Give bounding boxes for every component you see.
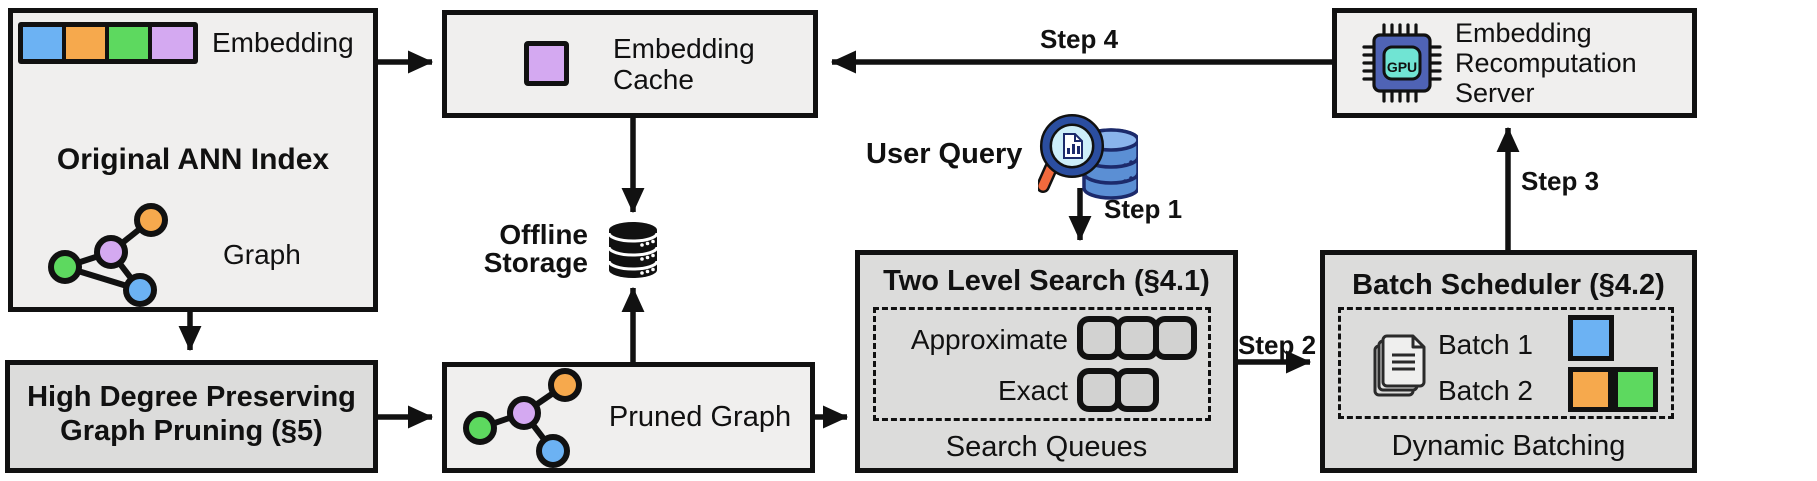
two-level-search-box: Two Level Search (§4.1) Approximate Exac… [855,250,1238,473]
graph-node-orange [548,368,582,402]
document-chart-glyph [1063,133,1083,159]
exact-label: Exact [997,375,1068,406]
batch2-label: Batch 2 [1438,375,1533,406]
recomputation-server-label: Embedding Recomputation Server [1455,18,1637,108]
queries-documents-icon [1373,334,1426,397]
pruned-graph-box: Pruned Graph [442,362,815,473]
embedding-cell-green [109,27,148,59]
two-level-search-title: Two Level Search (§4.1) [883,265,1210,297]
query-search-database-icon [1038,113,1138,200]
embedding-cell-blue [23,27,62,59]
batch-scheduler-title: Batch Scheduler (§4.2) [1352,269,1665,301]
offline-storage-label: Offline Storage [483,219,588,278]
embedding-label: Embedding [212,27,354,58]
search-queues-label: Search Queues [945,431,1148,463]
batch1-label: Batch 1 [1438,329,1533,360]
dynamic-batching-label: Dynamic Batching [1391,430,1626,462]
step3-label: Step 3 [1521,166,1600,196]
original-ann-index-title: Original ANN Index [56,143,330,176]
search-queues-dashed-box [873,307,1211,421]
approximate-queue-slots-icon [1077,316,1197,360]
pruned-graph-icon [463,368,582,468]
exact-queue-slots-icon [1077,368,1159,412]
database-icon [607,222,659,278]
graph-node-green [48,250,82,284]
graph-node-blue [536,434,570,468]
ann-graph-icon [48,203,168,307]
batch1-square-blue [1568,315,1614,361]
step1-label: Step 1 [1104,194,1183,224]
graph-node-purple [507,396,541,430]
step4-label: Step 4 [1040,24,1119,54]
batch-scheduler-box: Batch Scheduler (§4.2) Batch 1 Batch 2 D… [1320,250,1697,473]
dynamic-batching-dashed-box [1338,307,1674,419]
embedding-cache-label: Embedding Cache [613,33,755,95]
batch2-square-orange [1568,367,1613,412]
graph-node-green [463,411,497,445]
step2-label: Step 2 [1238,330,1317,360]
graph-node-orange [134,203,168,237]
graph-pruning-box: High Degree Preserving Graph Pruning (§5… [5,360,378,473]
magnifier-icon [1038,113,1105,193]
original-ann-index-box: Embedding Original ANN Index Graph [8,8,378,312]
gpu-chip-text: GPU [1387,59,1417,75]
cached-embedding-swatch [524,41,569,86]
graph-node-purple [94,235,128,269]
user-query-label: User Query [866,138,1023,170]
approximate-label: Approximate [910,324,1068,355]
embedding-cell-orange [66,27,105,59]
gpu-chip-icon: GPU [1362,23,1442,103]
embedding-cache-box: Embedding Cache [442,10,818,118]
pruned-graph-label: Pruned Graph [608,401,792,433]
graph-node-blue [123,273,157,307]
embedding-cell-purple [152,27,193,59]
batch2-square-green [1613,367,1658,412]
graph-pruning-label: High Degree Preserving Graph Pruning (§5… [27,381,356,447]
embedding-vector-icon [18,22,198,64]
recomputation-server-box: GPU Embedding Recomputation Server [1332,8,1697,118]
graph-label: Graph [223,239,301,270]
